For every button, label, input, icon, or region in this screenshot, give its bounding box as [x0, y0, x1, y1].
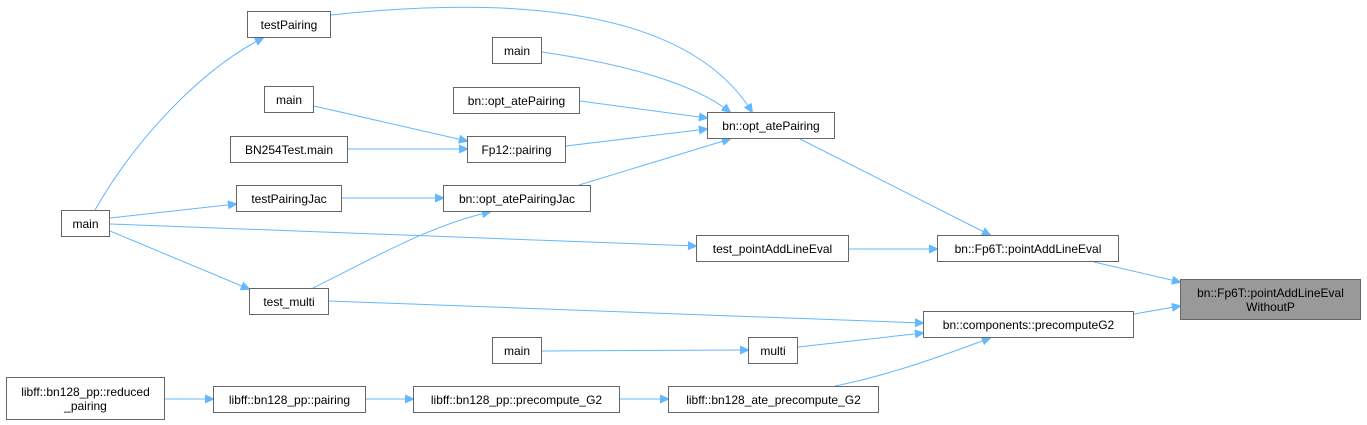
node-bn-opt-ate-pairing-jac[interactable]: bn::opt_atePairingJac: [443, 185, 591, 212]
node-libff-ate-precompute-g2[interactable]: libff::bn128_ate_precompute_G2: [668, 386, 879, 413]
node-test-point-add-line-eval[interactable]: test_pointAddLineEval: [696, 235, 849, 262]
node-bn-opt-ate-pairing[interactable]: bn::opt_atePairing: [707, 112, 835, 139]
node-test-pairing-jac[interactable]: testPairingJac: [236, 185, 342, 212]
node-main-second[interactable]: main: [264, 86, 314, 113]
edge-main-bottom-to-multi: [541, 350, 748, 351]
edge-test-multi-to-precompute: [328, 300, 923, 323]
edge-opt-ate-to-fp6t: [799, 138, 990, 235]
node-multi[interactable]: multi: [748, 337, 798, 364]
node-libff-reduced-pairing[interactable]: libff::bn128_pp::reduced _pairing: [6, 377, 165, 420]
node-libff-reduced-pairing-line1: libff::bn128_pp::reduced: [21, 384, 150, 399]
node-libff-reduced-pairing-line2: _pairing: [64, 398, 107, 413]
edge-fp12-to-opt-ate: [565, 129, 707, 147]
node-test-pairing[interactable]: testPairing: [247, 11, 331, 38]
node-test-multi[interactable]: test_multi: [249, 288, 329, 315]
node-main-left[interactable]: main: [61, 210, 110, 237]
node-main-bottom[interactable]: main: [492, 337, 542, 364]
node-libff-precompute-g2[interactable]: libff::bn128_pp::precompute_G2: [413, 386, 620, 413]
edge-precompute-to-focus: [1133, 306, 1180, 315]
edge-main-second-to-fp12: [313, 105, 467, 141]
node-bn-fp6t-point-add-line-eval[interactable]: bn::Fp6T::pointAddLineEval: [937, 235, 1119, 262]
node-fp12-pairing[interactable]: Fp12::pairing: [467, 136, 566, 163]
edge-main-left-to-test-pairing: [94, 38, 263, 211]
edge-test-pairing-to-opt-ate: [330, 6, 752, 112]
node-bn-components-precompute-g2[interactable]: bn::components::precomputeG2: [923, 311, 1134, 338]
node-bn-opt-ate-pairing-left[interactable]: bn::opt_atePairing: [453, 87, 580, 114]
node-focus-point-add-line-eval-without-p: bn::Fp6T::pointAddLineEval WithoutP: [1180, 279, 1361, 320]
edge-main-left-to-test-multi: [109, 230, 249, 289]
focus-node-line1: bn::Fp6T::pointAddLineEval: [1197, 285, 1344, 300]
edge-multi-to-precompute: [797, 333, 923, 348]
focus-node-line2: WithoutP: [1246, 299, 1295, 314]
edge-main-left-to-test-pairing-jac: [109, 204, 236, 219]
node-main-top[interactable]: main: [492, 37, 542, 64]
edge-fp6t-to-focus: [1093, 261, 1180, 282]
edge-main-left-to-test-point-add: [109, 223, 696, 246]
node-bn254test-main[interactable]: BN254Test.main: [230, 136, 348, 163]
edge-main-top-to-opt-ate: [541, 51, 730, 112]
edge-opt-ate-jac-to-opt-ate: [578, 139, 730, 186]
edge-libff-ate-to-precompute: [834, 338, 990, 387]
edge-test-multi-to-opt-ate-jac: [312, 212, 490, 289]
node-libff-pairing[interactable]: libff::bn128_pp::pairing: [213, 386, 366, 413]
edge-opt-ate-left-to-opt-ate: [579, 100, 707, 118]
